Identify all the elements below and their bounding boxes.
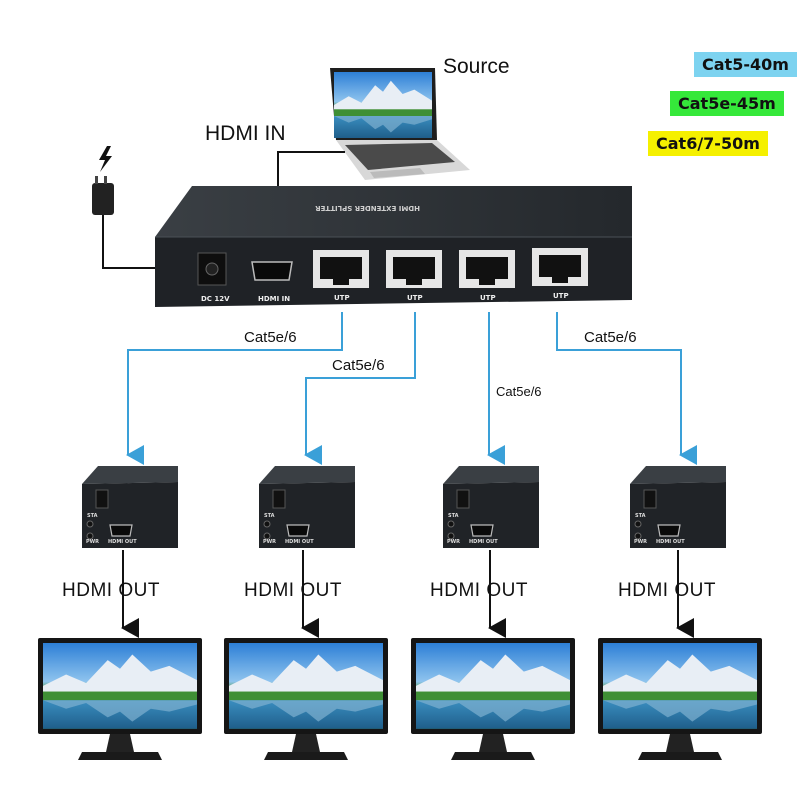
source-label: Source bbox=[443, 55, 510, 78]
pwr-label: PWR bbox=[634, 539, 647, 545]
monitor-icon bbox=[224, 638, 388, 760]
hdmi-in-port-label: HDMI IN bbox=[258, 295, 290, 303]
utp-port bbox=[532, 248, 588, 286]
utp-port-label: UTP bbox=[480, 294, 496, 302]
utp-port bbox=[386, 250, 442, 288]
utp-port-label: UTP bbox=[334, 294, 350, 302]
hdmi-out-port-label: HDMI OUT bbox=[108, 539, 137, 545]
pwr-label: PWR bbox=[447, 539, 460, 545]
cable-label: Cat5e/6 bbox=[496, 384, 542, 399]
splitter-box: HDMI EXTENDER SPLITTER DC 12V HDMI IN UT… bbox=[155, 186, 632, 307]
receiver-unit bbox=[259, 466, 355, 548]
monitor-icon bbox=[411, 638, 575, 760]
utp-port-label: UTP bbox=[553, 292, 569, 300]
hdmi-out-port-label: HDMI OUT bbox=[656, 539, 685, 545]
receiver-unit bbox=[630, 466, 726, 548]
utp-port bbox=[459, 250, 515, 288]
hdmi-out-port-label: HDMI OUT bbox=[285, 539, 314, 545]
hdmi-out-label: HDMI OUT bbox=[430, 580, 528, 601]
sta-label: STA bbox=[448, 513, 459, 519]
utp-port bbox=[313, 250, 369, 288]
cable-spec-badge: Cat5e-45m bbox=[670, 91, 784, 116]
sta-label: STA bbox=[635, 513, 646, 519]
monitor-icon bbox=[598, 638, 762, 760]
hdmi-out-label: HDMI OUT bbox=[244, 580, 342, 601]
sta-label: STA bbox=[264, 513, 275, 519]
dc-port-label: DC 12V bbox=[201, 295, 230, 303]
hdmi-out-label: HDMI OUT bbox=[618, 580, 716, 601]
laptop-icon bbox=[330, 68, 470, 180]
sta-label: STA bbox=[87, 513, 98, 519]
splitter-top-text: HDMI EXTENDER SPLITTER bbox=[315, 204, 420, 212]
monitor-icon bbox=[38, 638, 202, 760]
cable-label: Cat5e/6 bbox=[584, 329, 637, 346]
receiver-unit bbox=[443, 466, 539, 548]
receivers bbox=[82, 466, 726, 548]
cable-spec-badge: Cat5-40m bbox=[694, 52, 797, 77]
pwr-label: PWR bbox=[86, 539, 99, 545]
cable-label: Cat5e/6 bbox=[332, 357, 385, 374]
lightning-icon bbox=[99, 146, 112, 172]
utp-port-label: UTP bbox=[407, 294, 423, 302]
cable-spec-badge: Cat6/7-50m bbox=[648, 131, 768, 156]
cat-cables bbox=[126, 312, 697, 465]
hdmi-out-wires bbox=[121, 550, 694, 638]
hdmi-in-label: HDMI IN bbox=[205, 122, 286, 145]
receiver-unit bbox=[82, 466, 178, 548]
hdmi-out-label: HDMI OUT bbox=[62, 580, 160, 601]
cable-label: Cat5e/6 bbox=[244, 329, 297, 346]
pwr-label: PWR bbox=[263, 539, 276, 545]
hdmi-out-port-label: HDMI OUT bbox=[469, 539, 498, 545]
